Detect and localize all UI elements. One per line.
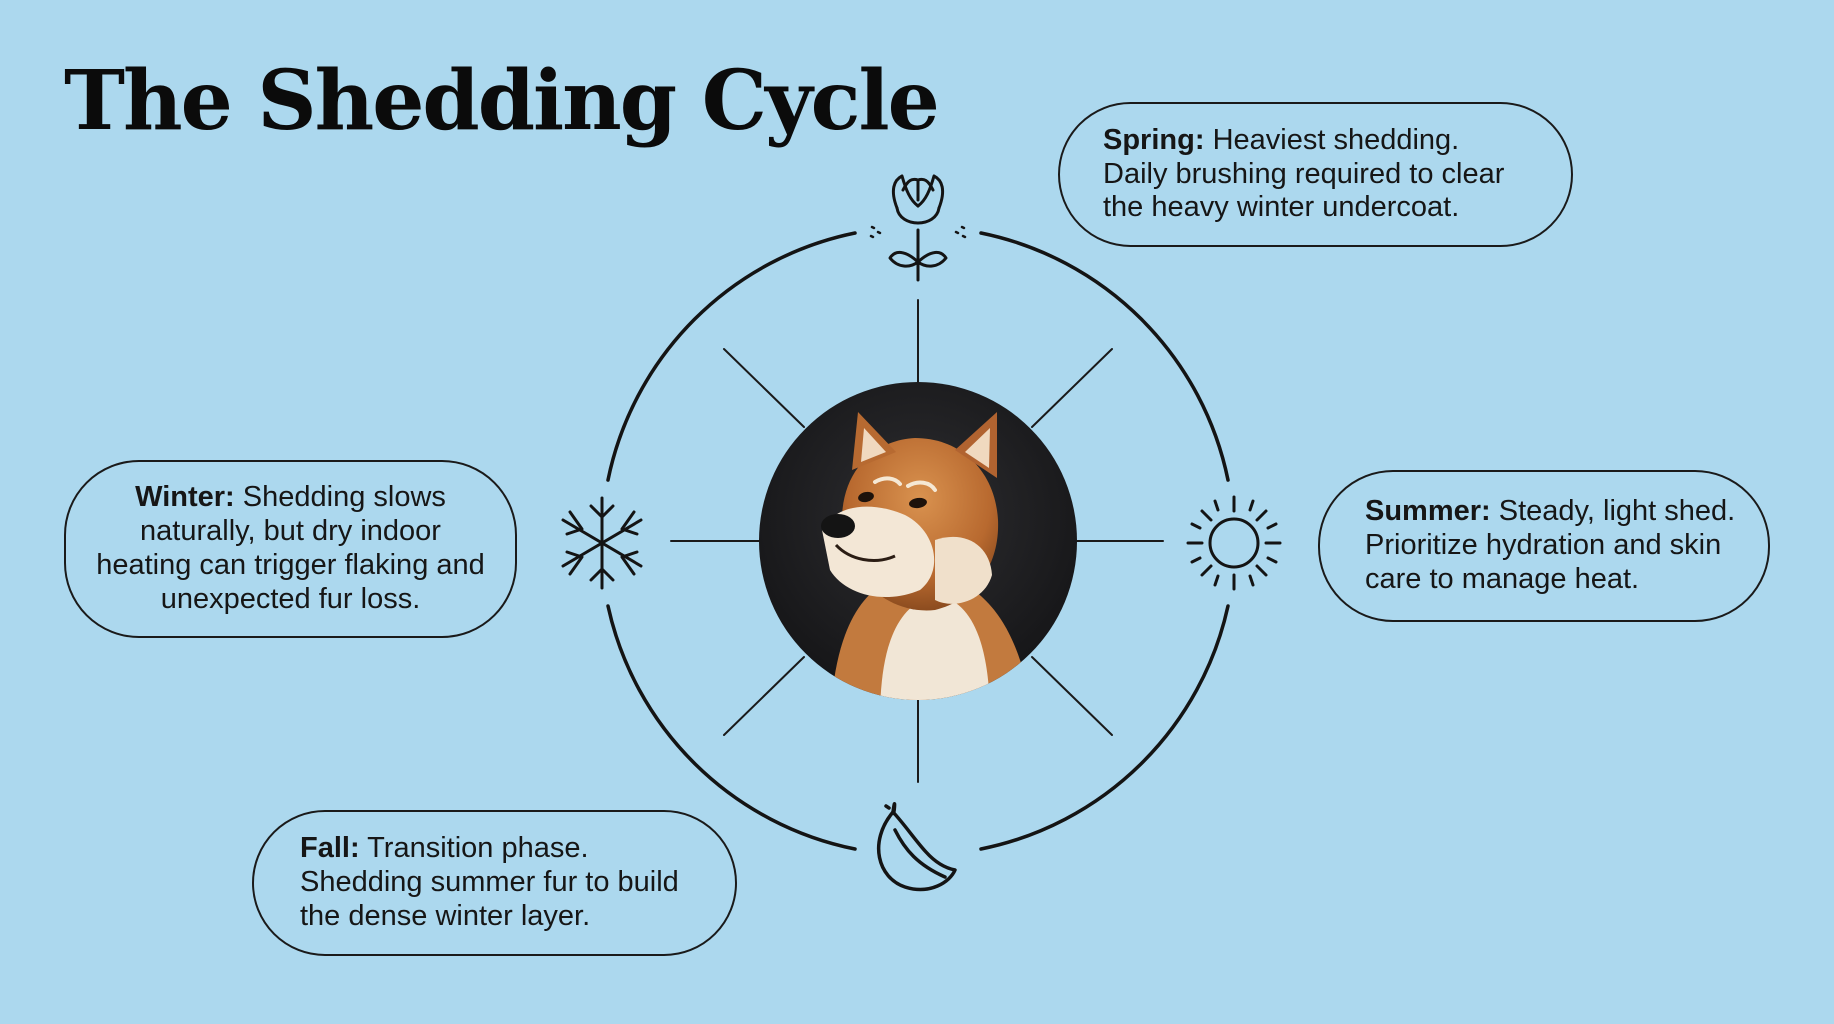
cycle-ring — [606, 231, 1230, 851]
fall-description: Transition phase. Shedding summer fur to… — [300, 832, 679, 932]
dog-portrait — [759, 382, 1077, 700]
summer-label: Summer: — [1365, 495, 1491, 528]
sun-icon — [1186, 495, 1282, 591]
summer-callout-text: Summer: Steady, light shed. Prioritize h… — [1365, 495, 1738, 597]
spring-description: Heaviest shedding. Daily brushing requir… — [1103, 123, 1505, 224]
page-title: The Shedding Cycle — [64, 53, 940, 149]
spring-callout-text: Spring: Heaviest shedding. Daily brushin… — [1103, 124, 1531, 226]
snowflake-icon — [561, 496, 643, 590]
fall-label: Fall: — [300, 832, 360, 865]
spoke-top-left — [723, 348, 805, 428]
spring-label: Spring: — [1103, 123, 1205, 156]
spoke-bottom-left — [723, 656, 805, 736]
ring-arc-winter-spring — [606, 231, 857, 482]
summer-description: Steady, light shed. Prioritize hydration… — [1365, 495, 1736, 595]
ring-arc-summer-fall — [979, 604, 1230, 851]
summer-callout: Summer: Steady, light shed. Prioritize h… — [1318, 470, 1770, 622]
spoke-bottom-right — [1031, 656, 1113, 736]
ring-arc-spring-summer — [979, 231, 1230, 482]
ring-arc-fall-winter — [606, 604, 857, 851]
fall-callout: Fall: Transition phase. Shedding summer … — [252, 810, 737, 956]
winter-callout: Winter: Shedding slows naturally, but dr… — [64, 460, 517, 638]
spoke-top-right — [1031, 348, 1113, 428]
leaf-icon — [876, 802, 957, 892]
spokes — [670, 299, 1164, 783]
winter-description: Shedding slows naturally, but dry indoor… — [96, 481, 485, 615]
flower-icon — [869, 174, 967, 282]
fall-callout-text: Fall: Transition phase. Shedding summer … — [300, 832, 705, 934]
winter-label: Winter: — [135, 481, 235, 514]
spring-callout: Spring: Heaviest shedding. Daily brushin… — [1058, 102, 1573, 247]
winter-callout-text: Winter: Shedding slows naturally, but dr… — [94, 481, 487, 617]
